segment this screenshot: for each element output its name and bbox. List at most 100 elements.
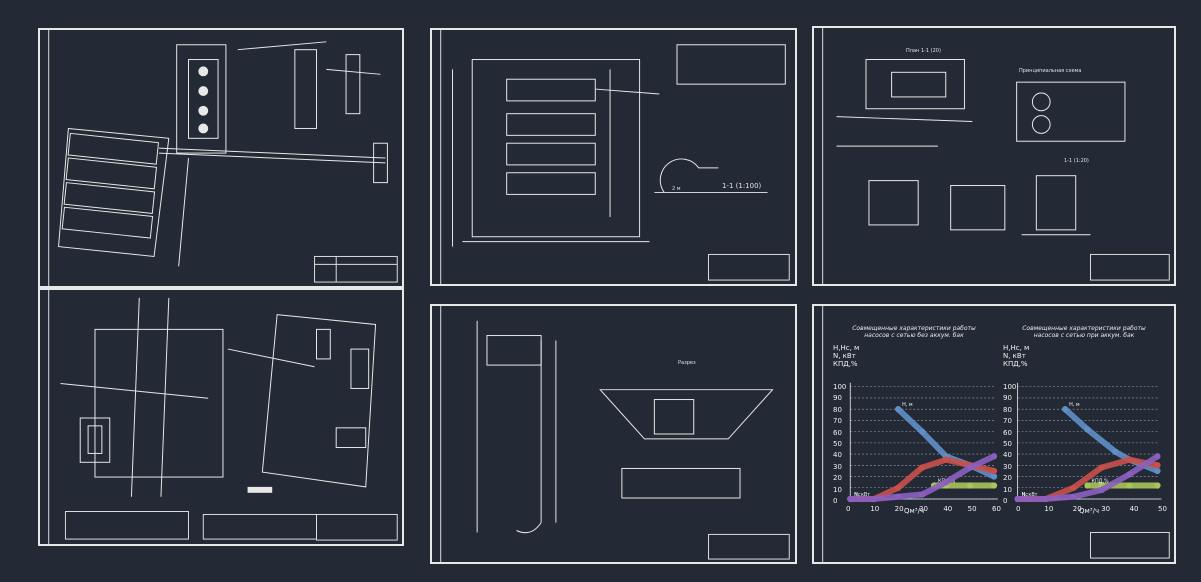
drawing-sheet-5[interactable]: Разрез <box>430 304 797 564</box>
data-point <box>942 478 950 486</box>
series-label: КПД,% <box>1091 479 1109 485</box>
y-tick-label: 50 <box>1003 440 1012 448</box>
drawing-sheet-4[interactable] <box>38 288 404 546</box>
drawing-sheet-5-graphics <box>440 306 790 562</box>
left-ylabel-3: КПД,% <box>833 360 858 368</box>
drawing-sheet-2-graphics <box>440 30 790 284</box>
data-point <box>966 464 974 471</box>
y-tick-label: 0 <box>833 497 838 505</box>
y-tick-label: 90 <box>1003 394 1012 403</box>
x-tick-label: 20 <box>1072 505 1082 513</box>
y-tick-label: 0 <box>1003 497 1008 505</box>
x-tick-label: 0 <box>846 505 851 513</box>
x-tick-label: 30 <box>919 505 928 513</box>
y-tick-label: 70 <box>833 417 842 426</box>
series-line <box>1014 453 1161 502</box>
y-tick-label: 30 <box>833 462 842 471</box>
series-label: Hc <box>854 492 861 498</box>
y-tick-label: 80 <box>1003 405 1012 414</box>
data-point <box>1154 453 1161 460</box>
drawing-sheet-3-graphics <box>822 28 1170 284</box>
data-point <box>918 428 926 435</box>
data-point <box>966 482 974 489</box>
series-label: H, м <box>902 402 913 408</box>
left-ylabel-2: N, кВт <box>833 352 856 360</box>
data-point <box>1084 482 1091 489</box>
data-point <box>918 464 926 471</box>
data-point <box>895 406 902 413</box>
y-tick-label: 70 <box>1003 417 1012 426</box>
data-point <box>1014 495 1021 503</box>
y-tick-label: 60 <box>833 428 842 437</box>
depth-label: 2 м <box>672 186 681 192</box>
right-ylabel-1: H,Hc, м <box>1003 344 1030 352</box>
y-tick-label: 20 <box>1003 474 1012 483</box>
data-point <box>895 493 902 500</box>
x-tick-label: 10 <box>1044 505 1054 513</box>
y-tick-label: 30 <box>1003 462 1012 471</box>
y-tick-label: 90 <box>833 394 842 403</box>
data-point <box>1154 462 1161 469</box>
section-name-label: Разрез <box>678 360 696 366</box>
y-tick-label: 40 <box>1003 451 1012 460</box>
chart-axes <box>849 382 998 500</box>
data-point <box>1112 448 1119 455</box>
data-point <box>990 453 998 460</box>
x-tick-label: 0 <box>1016 505 1021 513</box>
right-xlabel: Qм³/ч <box>1079 507 1100 515</box>
right-ylabel-3: КПД,% <box>1003 360 1028 368</box>
data-point <box>1154 467 1161 475</box>
drawing-sheet-4-graphics <box>48 290 398 544</box>
series-label: Hc <box>1022 492 1029 498</box>
data-point <box>1084 426 1091 433</box>
data-point <box>895 484 902 491</box>
y-tick-label: 80 <box>833 405 842 414</box>
x-tick-label: 40 <box>1129 505 1139 513</box>
y-tick-label: 10 <box>1003 485 1012 494</box>
right-chart-title: Совмещенные характеристики работы насосо… <box>1022 325 1146 339</box>
data-point <box>918 491 926 498</box>
x-tick-label: 30 <box>1101 505 1111 513</box>
y-tick-label: 100 <box>1003 383 1017 391</box>
drawing-sheet-1[interactable] <box>38 28 404 288</box>
data-point <box>1098 486 1105 494</box>
y-tick-label: 100 <box>833 383 847 391</box>
drawing-sheet-3[interactable]: План 1-1 (20) Принципиальная схема 1-1 (… <box>812 26 1176 286</box>
y-tick-label: 40 <box>833 451 842 460</box>
y-tick-label: 50 <box>833 440 842 448</box>
plan-caption: План 1-1 (20) <box>906 48 941 54</box>
data-point <box>1070 484 1077 491</box>
x-tick-label: 20 <box>894 505 904 513</box>
data-point <box>990 482 998 489</box>
x-tick-label: 50 <box>967 505 977 513</box>
data-point <box>1070 493 1077 500</box>
data-point <box>1042 495 1049 503</box>
data-point <box>1126 471 1133 478</box>
x-tick-label: 60 <box>992 505 1001 513</box>
data-point <box>1062 406 1069 413</box>
series-label: N, кВт <box>1022 492 1038 498</box>
data-point <box>942 456 950 463</box>
y-tick-label: 60 <box>1003 428 1012 437</box>
data-point <box>1126 456 1133 463</box>
drawing-sheet-1-graphics <box>48 30 398 286</box>
chart-axes <box>1017 382 1162 500</box>
x-tick-label: 40 <box>943 505 953 513</box>
x-tick-label: 50 <box>1158 505 1167 513</box>
drawing-sheet-2[interactable]: 1-1 (1:100) 2 м <box>430 28 797 286</box>
data-point <box>990 467 998 475</box>
y-tick-label: 10 <box>833 485 842 494</box>
section-label: 1-1 (1:100) <box>722 182 762 190</box>
data-point <box>990 473 998 480</box>
series-label: H, м <box>1069 402 1080 408</box>
left-xlabel: Qм³/ч <box>904 507 925 515</box>
data-point <box>1154 482 1161 489</box>
data-point <box>1098 464 1105 471</box>
series-label: N, кВт <box>854 492 870 498</box>
left-ylabel-1: H,Hc, м <box>833 344 860 352</box>
data-point <box>1126 482 1133 489</box>
right-ylabel-2: N, кВт <box>1003 352 1026 360</box>
scheme-caption: Принципиальная схема <box>1019 68 1082 74</box>
